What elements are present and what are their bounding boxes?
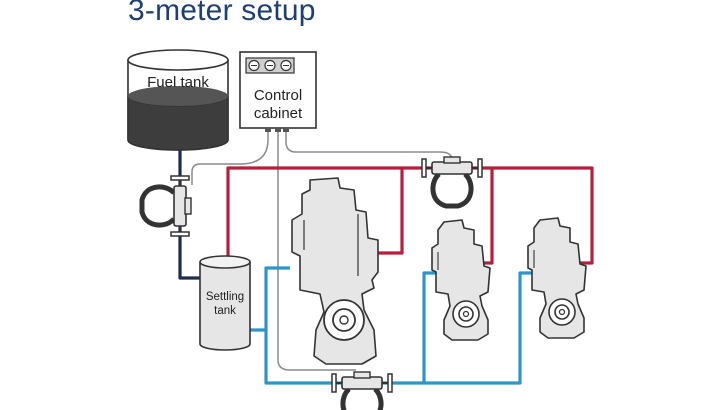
- settling-tank: Settling tank: [199, 255, 251, 351]
- flow-meter-icon: [332, 372, 392, 410]
- gauge-icon: [248, 59, 292, 72]
- flow-meter-icon: [142, 176, 191, 236]
- return-lines: [250, 266, 534, 385]
- fuel-tank-label: Fuel tank: [147, 74, 209, 91]
- page-title: 3-meter setup: [128, 0, 316, 27]
- engine-icon: [291, 177, 379, 365]
- control-cabinet: Control cabinet: [239, 51, 317, 132]
- fuel-tank: Fuel tank: [127, 49, 229, 151]
- flow-meter-icon: [422, 157, 482, 206]
- engine-icon: [527, 217, 587, 339]
- engine-icon: [431, 219, 491, 341]
- settling-tank-label-line2: tank: [214, 305, 236, 317]
- settling-tank-label-line1: Settling: [206, 291, 244, 303]
- signal-cables: [191, 128, 453, 371]
- control-cabinet-label-line1: Control: [254, 87, 302, 104]
- control-cabinet-label-line2: cabinet: [254, 105, 303, 122]
